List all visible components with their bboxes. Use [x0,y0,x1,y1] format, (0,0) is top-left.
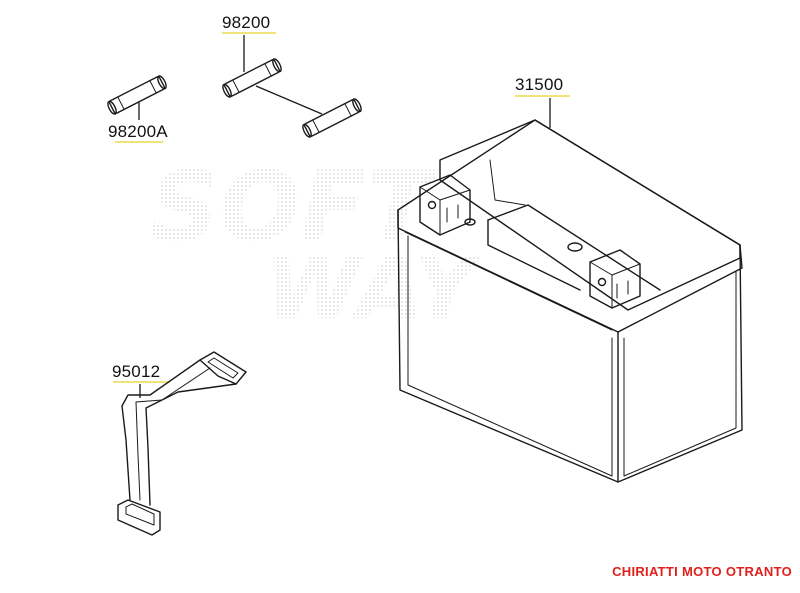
watermark-line2: WAY [265,239,483,339]
fuse-icon [107,75,167,115]
part-95012[interactable]: 95012 [112,351,247,536]
part-label-31500: 31500 [515,75,563,94]
part-label-95012: 95012 [112,362,160,381]
watermark-line1: SOFT [150,151,438,263]
dealer-credit: CHIRIATTI MOTO OTRANTO [612,564,792,579]
strap-icon [117,351,247,536]
watermark: SOFT WAY [150,151,483,339]
fuse-icon [302,98,362,138]
part-98200[interactable]: 98200 [221,13,363,138]
part-98200A[interactable]: 98200A [106,75,168,143]
part-label-98200A: 98200A [108,122,168,141]
fuse-icon [222,58,282,98]
battery-icon [397,119,743,483]
part-label-98200: 98200 [222,13,270,32]
part-31500[interactable]: 31500 [397,75,743,483]
